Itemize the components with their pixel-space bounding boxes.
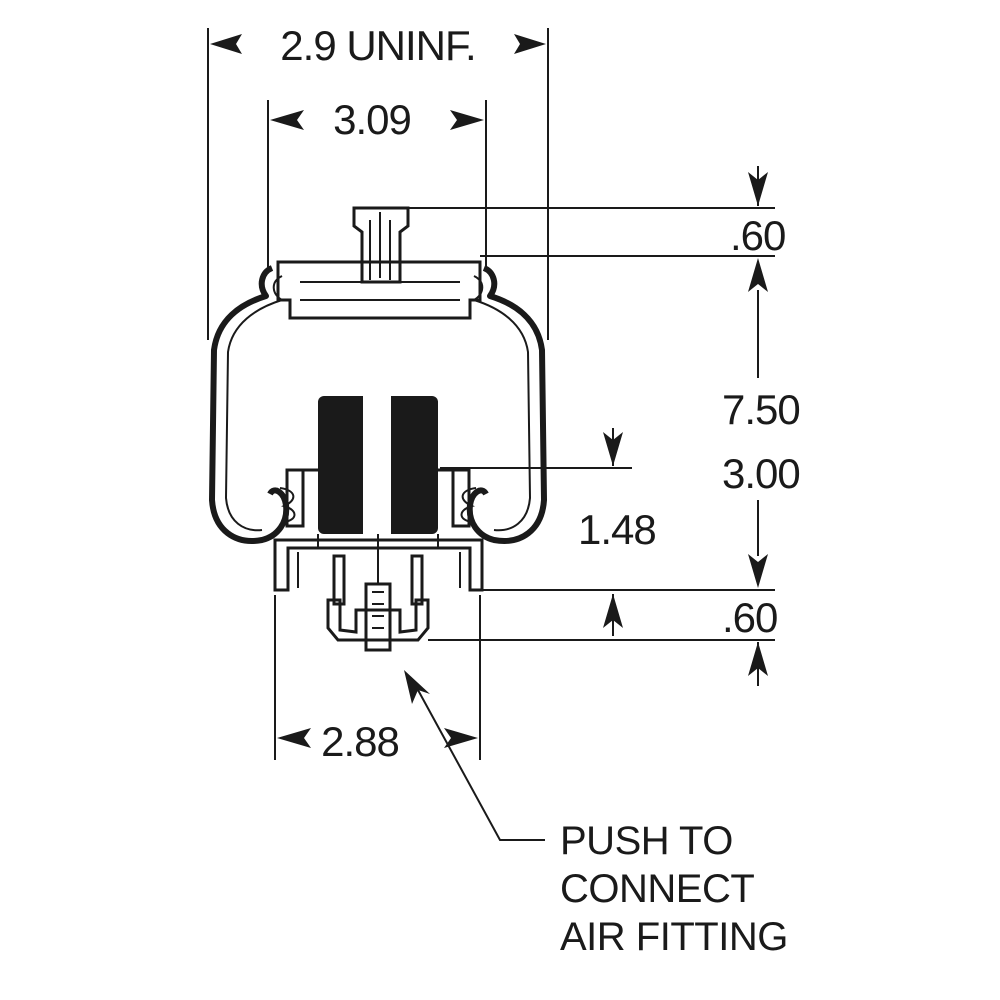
outer-width-label: 2.9 UNINF.	[280, 22, 475, 69]
callout-line-3: AIR FITTING	[560, 915, 788, 959]
dimension-overall-height: 7.50 3.00	[722, 290, 801, 588]
bellows-outer-right	[466, 265, 547, 544]
dimension-top-stud-height: .60	[730, 166, 786, 292]
air-spring-body	[209, 206, 547, 652]
bottom-stud-height-label: .60	[722, 594, 777, 641]
top-plate-width-label: 3.09	[333, 96, 411, 143]
air-fitting-callout: PUSH TO CONNECT AIR FITTING	[404, 670, 788, 959]
top-stud-height-label: .60	[730, 212, 785, 259]
bumper-block	[318, 396, 438, 534]
dimension-bottom-stud-height: .60	[722, 594, 778, 686]
dimension-bumper-height: 1.48	[578, 428, 657, 636]
dimension-bottom-piston-width: 2.88	[274, 595, 481, 765]
compressed-height-label: 3.00	[722, 450, 800, 497]
dimension-outer-width: 2.9 UNINF.	[207, 22, 549, 340]
top-stud	[352, 206, 410, 284]
callout-line-2: CONNECT	[560, 867, 754, 911]
bottom-piston-width-label: 2.88	[321, 718, 399, 765]
bellows-outer	[209, 265, 290, 544]
overall-height-label: 7.50	[722, 386, 800, 433]
air-fitting	[326, 534, 430, 652]
dimension-top-plate-width: 3.09	[267, 96, 487, 268]
callout-line-1: PUSH TO	[560, 819, 733, 863]
bumper-height-label: 1.48	[578, 506, 656, 553]
